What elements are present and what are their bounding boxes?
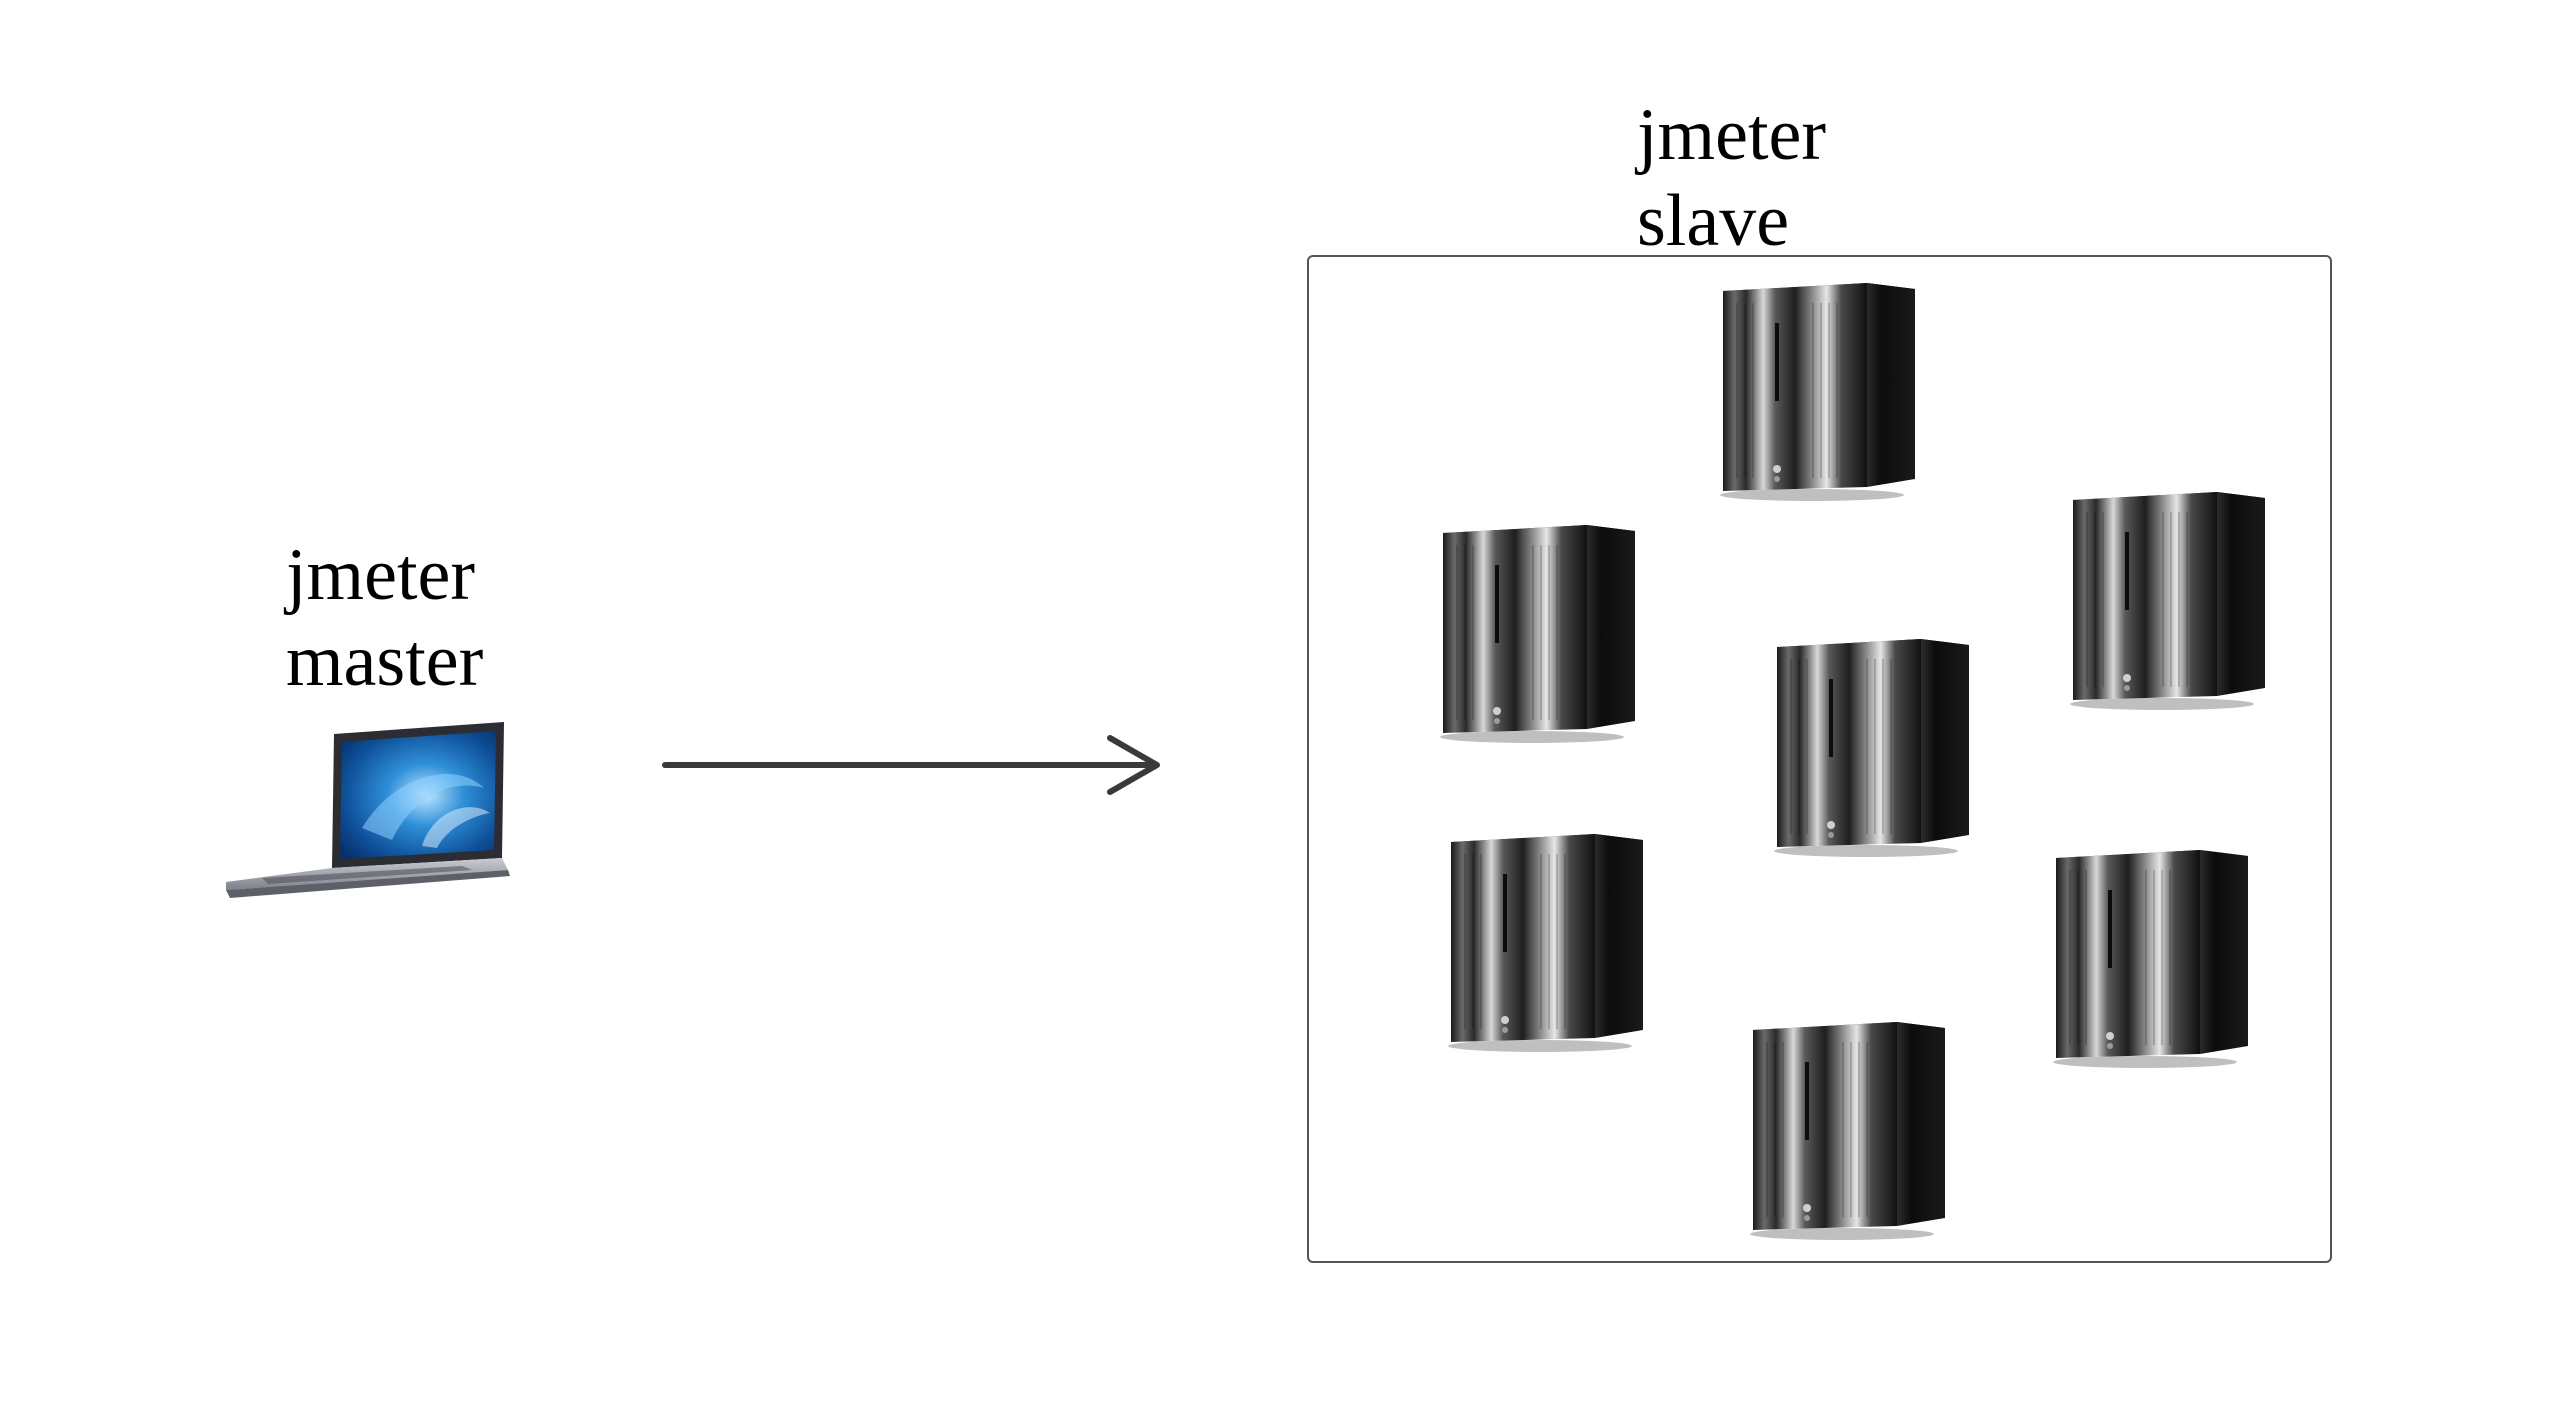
connector-arrow: [662, 735, 1160, 795]
master-label-line1: jmeter: [286, 534, 476, 616]
server-tower-icon: [1747, 1012, 1947, 1242]
master-label-line2: master: [286, 620, 484, 702]
slave-label-line1: jmeter: [1637, 94, 1827, 176]
slave-cluster-box: [1307, 255, 2332, 1263]
server-tower-icon: [1771, 629, 1971, 859]
server-tower-icon: [1437, 515, 1637, 745]
server-tower-icon: [1717, 273, 1917, 503]
server-tower-icon: [2067, 482, 2267, 712]
laptop-icon: [226, 722, 510, 898]
server-tower-icon: [1445, 824, 1645, 1054]
server-tower-icon: [2050, 840, 2250, 1070]
master-label: jmeter master: [286, 532, 483, 704]
slave-label: jmeter slave: [1637, 92, 1826, 264]
slave-label-line2: slave: [1637, 180, 1790, 262]
